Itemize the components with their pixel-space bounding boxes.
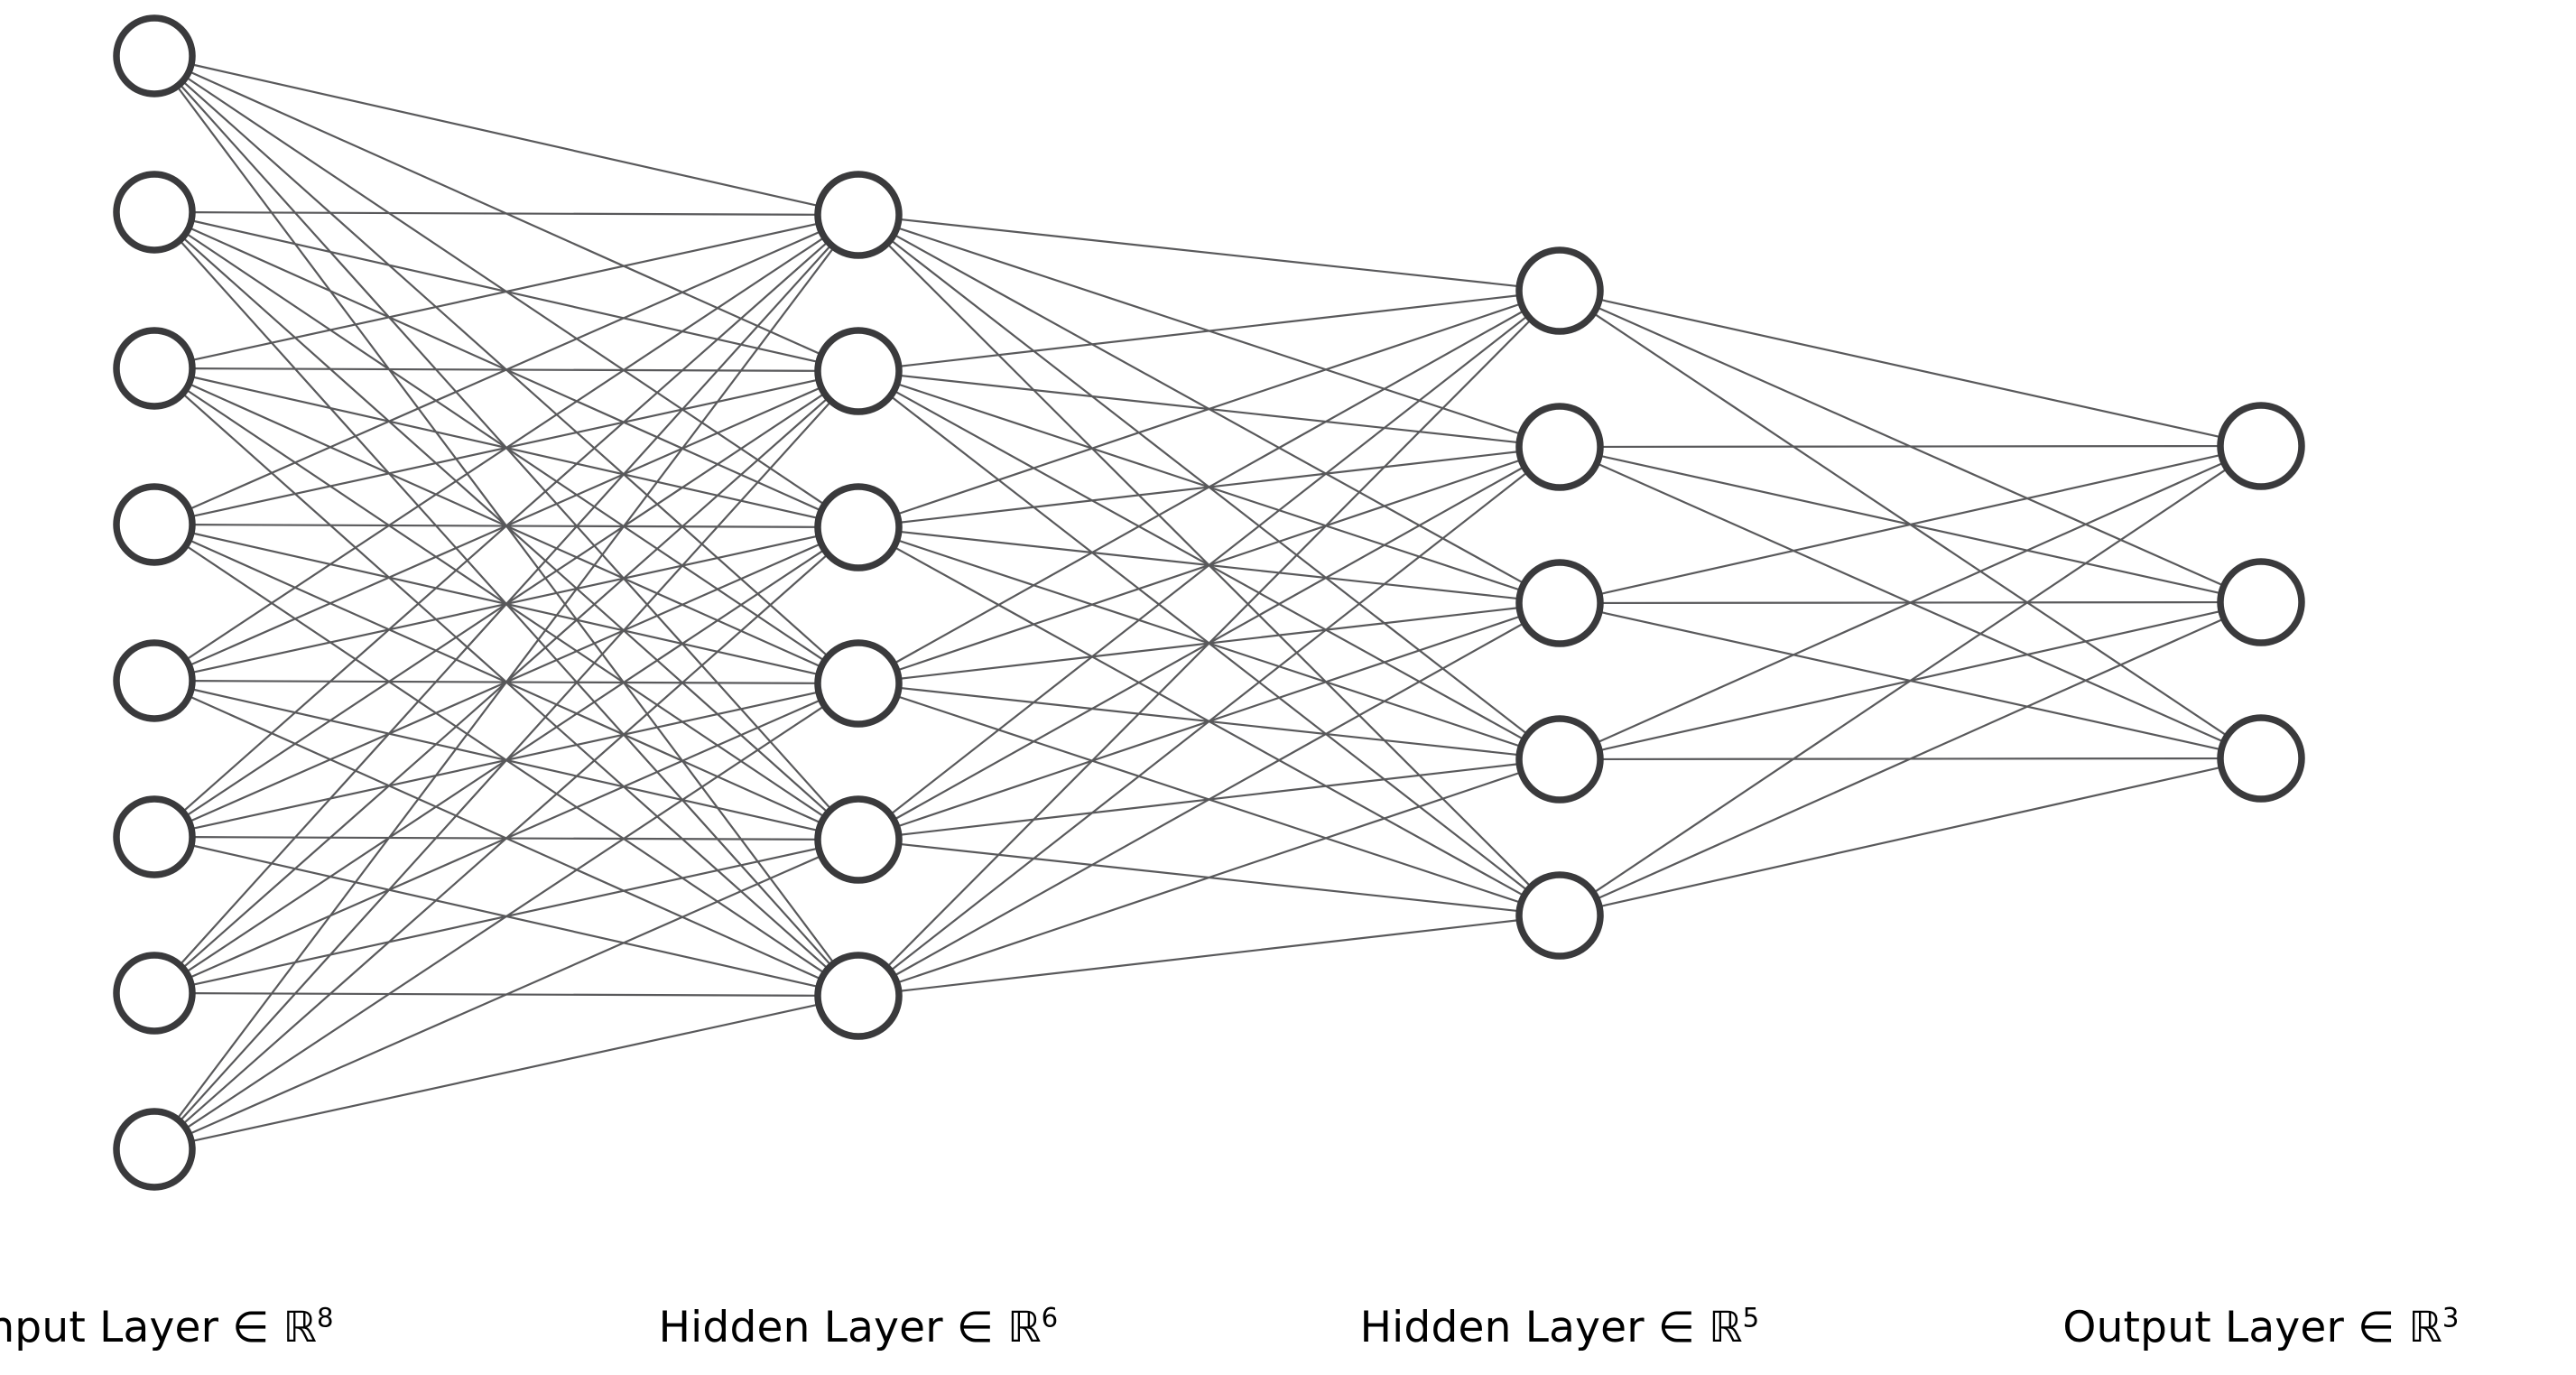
edge-hidden1-5-to-hidden2-4 <box>898 919 1520 992</box>
edge-hidden1-3-to-hidden2-0 <box>893 310 1525 664</box>
neuron-hidden2-5[interactable] <box>1515 871 1604 960</box>
neuron-output-3[interactable] <box>2217 714 2305 803</box>
neuron-hidden1-4[interactable] <box>814 639 903 728</box>
neuron-input-3[interactable] <box>113 327 196 410</box>
layer-label-hidden1: Hidden Layer ∈ ℝ6 <box>659 1303 1059 1352</box>
edge-input-7-to-hidden1-2 <box>181 553 829 1126</box>
neuron-hidden1-1[interactable] <box>814 171 903 259</box>
neuron-output-2[interactable] <box>2217 558 2305 646</box>
edge-hidden1-0-to-hidden2-0 <box>898 218 1520 288</box>
edge-hidden1-2-to-hidden2-0 <box>896 302 1522 516</box>
edges-group <box>176 63 2229 1143</box>
edge-input-7-to-hidden1-0 <box>176 246 835 1120</box>
neuron-hidden1-6[interactable] <box>814 952 903 1040</box>
edge-hidden1-1-to-hidden2-0 <box>898 294 1520 367</box>
layer-label-text-input: Input Layer <box>0 1303 219 1352</box>
layer-label-text-hidden1: Hidden Layer <box>658 1303 943 1352</box>
layer-label-symbol-output: ∈ ℝ <box>2344 1303 2442 1352</box>
edge-hidden2-0-to-output-0 <box>1598 298 2222 439</box>
neuron-input-6[interactable] <box>113 795 196 878</box>
neuron-output-1[interactable] <box>2217 402 2305 490</box>
edge-hidden1-5-to-hidden2-3 <box>896 771 1522 984</box>
edge-input-6-to-hidden1-0 <box>179 244 832 966</box>
layer-label-dimension-hidden1: 6 <box>1041 1302 1059 1333</box>
edge-hidden2-2-to-output-0 <box>1598 453 2222 596</box>
neuron-hidden2-1[interactable] <box>1515 246 1604 335</box>
neuron-input-7[interactable] <box>113 952 196 1035</box>
layer-label-input: Input Layer ∈ ℝ8 <box>0 1303 334 1352</box>
neuron-input-5[interactable] <box>113 639 196 722</box>
layer-label-symbol-hidden1: ∈ ℝ <box>942 1303 1042 1352</box>
neuron-input-4[interactable] <box>113 483 196 566</box>
layer-label-text-output: Output Layer <box>2062 1303 2345 1352</box>
layer-label-hidden2: Hidden Layer ∈ ℝ5 <box>1360 1303 1760 1352</box>
nodes-group <box>113 14 2305 1191</box>
layer-label-symbol-input: ∈ ℝ <box>218 1303 318 1352</box>
edge-input-7-to-hidden1-3 <box>185 704 826 1129</box>
neuron-hidden1-2[interactable] <box>814 327 903 415</box>
edge-input-0-to-hidden1-0 <box>190 63 820 208</box>
edge-hidden2-3-to-output-0 <box>1596 461 2225 744</box>
neuron-hidden1-5[interactable] <box>814 795 903 884</box>
edge-hidden2-4-to-output-2 <box>1598 766 2222 908</box>
neuron-input-1[interactable] <box>113 14 196 98</box>
neuron-input-8[interactable] <box>113 1108 196 1191</box>
neuron-hidden2-3[interactable] <box>1515 559 1604 647</box>
edge-input-2-to-hidden1-0 <box>190 222 820 362</box>
layer-label-dimension-input: 8 <box>317 1302 334 1333</box>
neuron-hidden2-2[interactable] <box>1515 403 1604 491</box>
layer-label-dimension-output: 3 <box>2442 1302 2460 1333</box>
edge-input-1-to-hidden1-0 <box>191 211 819 216</box>
neuron-input-2[interactable] <box>113 171 196 254</box>
layer-label-dimension-hidden2: 5 <box>1742 1302 1760 1333</box>
edge-hidden1-5-to-hidden2-2 <box>893 622 1525 977</box>
layer-label-text-hidden2: Hidden Layer <box>1359 1303 1645 1352</box>
edge-input-7-to-hidden1-1 <box>179 400 832 1122</box>
edge-hidden1-5-to-hidden2-1 <box>889 470 1529 972</box>
edge-input-4-to-hidden1-0 <box>185 236 826 661</box>
edge-hidden2-4-to-output-1 <box>1596 618 2225 900</box>
edge-input-5-to-hidden1-0 <box>181 240 829 813</box>
edge-hidden1-4-to-hidden2-0 <box>889 314 1529 816</box>
edge-hidden2-1-to-output-0 <box>1599 444 2221 449</box>
layer-label-output: Output Layer ∈ ℝ3 <box>2062 1303 2459 1352</box>
edge-input-7-to-hidden1-4 <box>189 855 822 1136</box>
edge-input-3-to-hidden1-0 <box>189 230 822 511</box>
neuron-hidden2-4[interactable] <box>1515 715 1604 804</box>
edge-hidden1-5-to-hidden2-0 <box>885 319 1533 968</box>
edge-input-7-to-hidden1-5 <box>190 1003 820 1143</box>
edge-hidden2-4-to-output-0 <box>1592 468 2229 894</box>
layer-label-symbol-hidden2: ∈ ℝ <box>1644 1303 1743 1352</box>
neuron-hidden1-3[interactable] <box>814 483 903 571</box>
